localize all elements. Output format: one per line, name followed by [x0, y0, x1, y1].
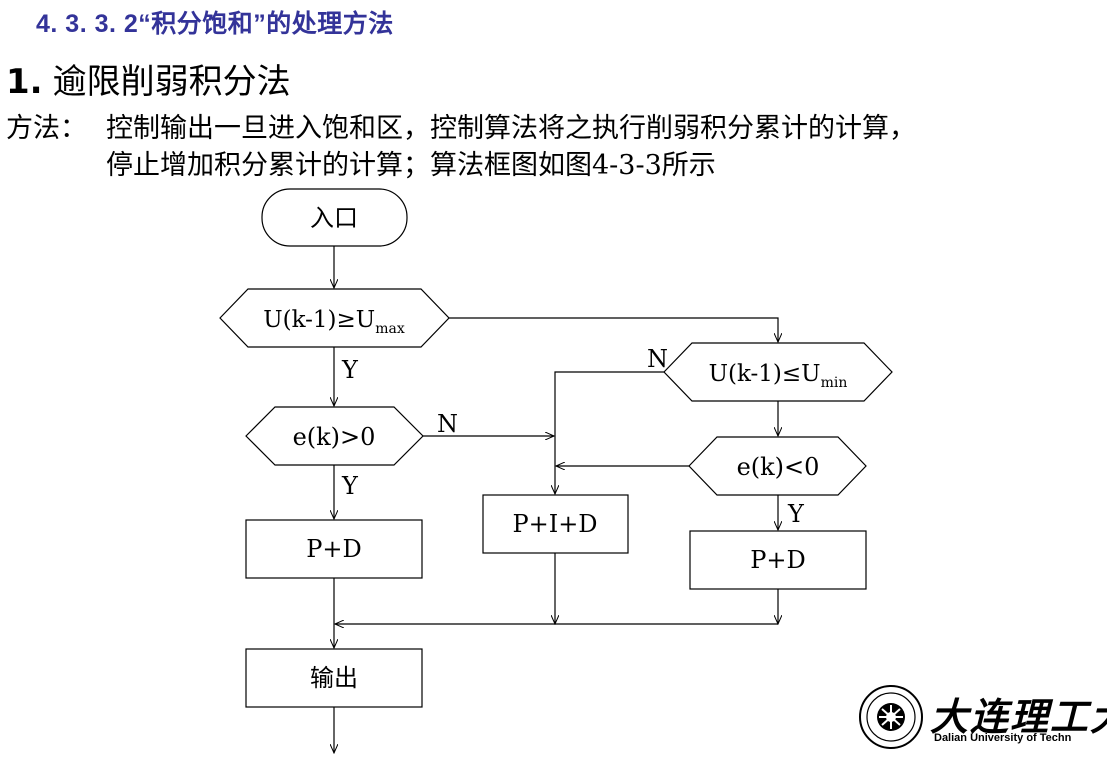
decision-umax-label: U(k-1)≥Umax — [263, 307, 405, 337]
university-seal-icon — [859, 685, 923, 749]
description-line-1: 控制输出一旦进入饱和区，控制算法将之执行削弱积分累计的计算， — [106, 113, 916, 144]
description-line-2: 停止增加积分累计的计算；算法框图如图4-3-3所示 — [106, 150, 716, 181]
decision-umin-main: U(k-1)≤U — [709, 361, 821, 387]
process-pd-right-label: P+D — [750, 546, 806, 574]
section-heading: 4. 3. 3. 2“积分饱和”的处理方法 — [36, 10, 394, 38]
decision-umin-shape — [663, 342, 893, 402]
flow-umax-no — [449, 317, 778, 342]
flow-umin-no — [555, 371, 664, 494]
description-label: 方法： — [6, 113, 87, 144]
label-y-umax: Y — [341, 356, 359, 384]
method-number: 1. — [6, 62, 43, 102]
entry-label: 入口 — [310, 204, 358, 232]
decision-e-neg-shape — [688, 436, 867, 496]
method-title: 1.逾限削弱积分法 — [6, 54, 291, 103]
decision-umax-sub: max — [375, 321, 405, 337]
decision-e-pos-label: e(k)>0 — [293, 423, 376, 451]
process-pid-label: P+I+D — [512, 510, 597, 538]
logo-name-cn: 大连理工大 — [930, 694, 1107, 739]
output-label: 输出 — [310, 664, 358, 692]
label-y-epos: Y — [341, 472, 359, 500]
decision-umax-main: U(k-1)≥U — [263, 307, 375, 333]
process-pd-left-label: P+D — [306, 535, 362, 563]
decision-umin-sub: min — [821, 375, 848, 391]
label-n-umin: N — [647, 345, 668, 373]
label-y-eneg: Y — [787, 500, 805, 528]
label-n-epos: N — [437, 410, 458, 438]
decision-e-neg-label: e(k)<0 — [737, 453, 820, 481]
decision-umin-label: U(k-1)≤Umin — [709, 361, 848, 391]
university-logo: 大连理工大 Dalian University of Techn — [856, 680, 1107, 760]
logo-name-en: Dalian University of Techn — [934, 732, 1072, 744]
method-name: 逾限削弱积分法 — [52, 62, 291, 102]
